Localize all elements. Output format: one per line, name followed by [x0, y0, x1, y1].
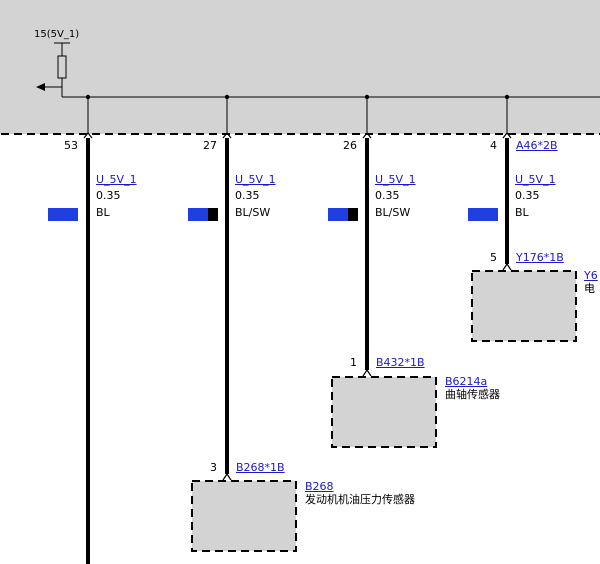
signal-link-wire-53[interactable]: U_5V_1: [96, 173, 137, 186]
arrow-left-icon: [36, 83, 45, 91]
component-box-y6[interactable]: [471, 270, 577, 342]
gauge-wire-4: 0.35: [515, 189, 540, 202]
signal-link-wire-4[interactable]: U_5V_1: [515, 173, 556, 186]
signal-link-wire-27[interactable]: U_5V_1: [235, 173, 276, 186]
control-module-box: [0, 0, 600, 135]
pin-number-27: 27: [203, 139, 217, 152]
component-box-b6214a[interactable]: [331, 376, 437, 448]
pin-number-b432: 1: [350, 356, 357, 369]
pin-number-y176: 5: [490, 251, 497, 264]
gauge-wire-53: 0.35: [96, 189, 121, 202]
color-code-wire-4: BL: [515, 206, 529, 219]
signal-link-wire-26[interactable]: U_5V_1: [375, 173, 416, 186]
pin-number-26: 26: [343, 139, 357, 152]
pin-number-b268: 3: [210, 461, 217, 474]
pin-chevrons: [83, 132, 512, 139]
component-link-b6214a[interactable]: B6214a: [445, 375, 488, 388]
component-box-b268[interactable]: [191, 480, 297, 552]
connector-link-b268-1b[interactable]: B268*1B: [236, 461, 285, 474]
component-link-b268[interactable]: B268: [305, 480, 334, 493]
color-code-wire-26: BL/SW: [375, 206, 411, 219]
component-desc-y6: 电: [584, 282, 595, 295]
gauge-wire-26: 0.35: [375, 189, 400, 202]
component-link-y6[interactable]: Y6: [584, 269, 598, 282]
color-code-wire-27: BL/SW: [235, 206, 271, 219]
component-desc-b268: 发动机机油压力传感器: [305, 493, 415, 506]
connector-link-y176-1b[interactable]: Y176*1B: [516, 251, 564, 264]
component-chevrons: [222, 262, 512, 481]
component-desc-b6214a: 曲轴传感器: [445, 388, 500, 401]
pin-number-53: 53: [64, 139, 78, 152]
supply-symbol: [44, 42, 70, 97]
swatch-wire-26: [328, 208, 358, 221]
supply-label: 15(5V_1): [34, 29, 80, 40]
swatch-wire-53: [48, 208, 78, 221]
connector-link-b432-1b[interactable]: B432*1B: [376, 356, 425, 369]
color-code-wire-53: BL: [96, 206, 110, 219]
connector-link-a46-2b[interactable]: A46*2B: [516, 139, 558, 152]
swatch-wire-27: [188, 208, 218, 221]
internal-drops: [87, 97, 508, 133]
pin-number-4: 4: [490, 139, 497, 152]
swatch-wire-4: [468, 208, 498, 221]
gauge-wire-27: 0.35: [235, 189, 260, 202]
